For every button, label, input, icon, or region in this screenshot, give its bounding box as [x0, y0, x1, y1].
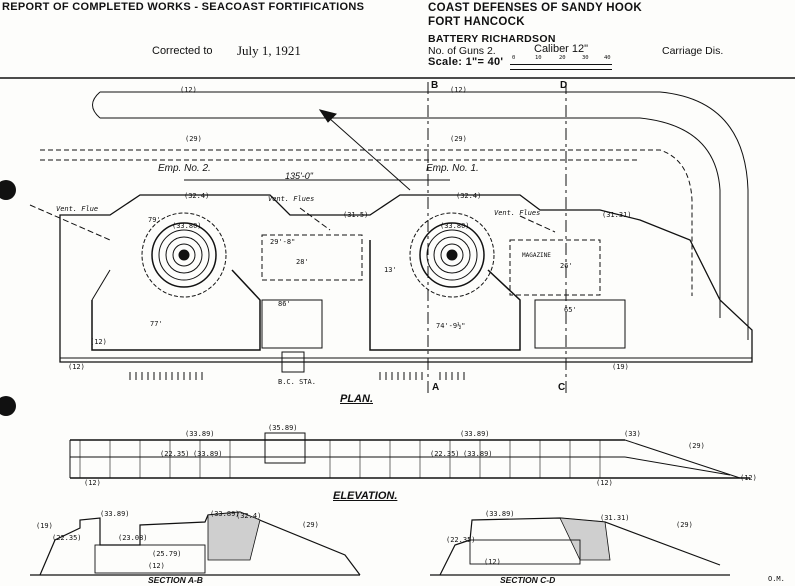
section-ab-title: SECTION A-B — [148, 575, 203, 585]
binder-hole-bottom — [0, 396, 16, 416]
plan-elev-8: (12) — [68, 363, 85, 371]
elev-label-11: (33.89) — [463, 450, 493, 458]
vent-flues-right: Vent. Flues — [494, 209, 541, 217]
section-marker-b: B — [431, 80, 439, 91]
section-cd-title: SECTION C-D — [500, 575, 556, 585]
scale-tick-40: 40 — [604, 55, 611, 61]
battery-name: BATTERY RICHARDSON — [428, 33, 556, 45]
elev-label-8: (22.35) — [160, 450, 190, 458]
plan-elev-7: (31.5) — [343, 211, 369, 219]
defense-title: COAST DEFENSES OF SANDY HOOK — [428, 2, 642, 14]
fort-name: FORT HANCOCK — [428, 16, 525, 28]
plan-elev-11: (33.80) — [172, 222, 202, 230]
dim-6: 28' — [296, 258, 309, 266]
plan-elev-1: (12) — [450, 86, 467, 94]
bc-station-label: B.C. STA. — [278, 378, 316, 386]
sec-cd-label-1: (31.31) — [600, 514, 630, 522]
scale-tick-10: 10 — [535, 55, 542, 61]
corrected-label: Corrected to — [152, 45, 213, 57]
dim-0: 79' — [148, 216, 161, 224]
magazine-label: MAGAZINE — [522, 252, 551, 259]
sec-cd-label-2: (29) — [676, 521, 693, 529]
elev-label-4: (29) — [688, 442, 705, 450]
binder-hole-top — [0, 180, 16, 200]
emp-spacing-dim: 135'-0" — [285, 171, 313, 181]
draftsman-initials: O.M. — [768, 575, 785, 583]
sec-ab-label-0: (33.89) — [100, 510, 130, 518]
plan-elev-5: (32.4) — [456, 192, 482, 200]
plan-elev-9: (12) — [90, 338, 107, 346]
dim-5: 65' — [564, 306, 577, 314]
section-marker-a: A — [432, 382, 440, 393]
sec-ab-label-6: (12) — [148, 562, 165, 570]
caliber: Caliber 12" — [534, 43, 589, 55]
vent-flues-mid: Vent. Flues — [268, 195, 315, 203]
section-marker-d: D — [560, 80, 568, 91]
sec-cd-label-0: (33.89) — [485, 510, 515, 518]
sec-ab-label-2: (32.4) — [236, 512, 262, 520]
dim-4: 86' — [278, 300, 291, 308]
sec-ab-label-4: (33.89) — [210, 510, 240, 518]
sec-ab-label-3: (29) — [302, 521, 319, 529]
dim-8: 13' — [384, 266, 397, 274]
scale-tick-20: 20 — [559, 55, 566, 61]
guns-count: No. of Guns 2. — [428, 45, 496, 57]
dim-2: 77' — [150, 320, 163, 328]
report-title: REPORT OF COMPLETED WORKS - SEACOAST FOR… — [2, 1, 365, 13]
plan-elev-10: (19) — [612, 363, 629, 371]
scale-bar — [510, 64, 612, 70]
elev-label-2: (35.89) — [268, 424, 298, 432]
plan-title: PLAN. — [340, 393, 373, 405]
elev-label-3: (33) — [624, 430, 641, 438]
section-marker-c: C — [558, 382, 566, 393]
corrected-date: July 1, 1921 — [237, 43, 301, 58]
elev-label-10: (22.35) — [430, 450, 460, 458]
sec-ab-label-8: (19) — [36, 522, 53, 530]
dim-1: 29'-8" — [270, 238, 296, 246]
emp-no1-label: Emp. No. 1. — [426, 163, 479, 174]
elev-label-1: (33.89) — [460, 430, 490, 438]
plan-elev-6: (31.31) — [602, 211, 632, 219]
plan-elev-2: (29) — [185, 135, 202, 143]
sec-ab-label-7: (22.35) — [52, 534, 82, 542]
elev-label-5: (12) — [740, 474, 757, 482]
sec-cd-label-4: (12) — [484, 558, 501, 566]
elev-label-9: (33.89) — [193, 450, 223, 458]
dim-7: 26' — [560, 262, 573, 270]
elevation-title: ELEVATION. — [333, 490, 398, 502]
scale-label: Scale: 1"= 40' — [428, 56, 504, 68]
dim-3: 74'-9½" — [436, 322, 466, 330]
sec-ab-label-1: (23.08) — [118, 534, 148, 542]
vent-flue-left: Vent. Flue — [56, 205, 99, 213]
carriage: Carriage Dis. — [662, 45, 724, 57]
plan-elev-4: (32.4) — [184, 192, 210, 200]
sec-cd-label-3: (22.35) — [446, 536, 476, 544]
plan-elev-3: (29) — [450, 135, 467, 143]
emp-no2-label: Emp. No. 2. — [158, 163, 211, 174]
elev-label-7: (12) — [596, 479, 613, 487]
scale-tick-30: 30 — [582, 55, 589, 61]
scale-tick-0: 0 — [512, 55, 516, 61]
elev-label-0: (33.89) — [185, 430, 215, 438]
plan-elev-12: (33.80) — [440, 222, 470, 230]
elev-label-6: (12) — [84, 479, 101, 487]
sec-ab-label-5: (25.79) — [152, 550, 182, 558]
plan-elev-0: (12) — [180, 86, 197, 94]
